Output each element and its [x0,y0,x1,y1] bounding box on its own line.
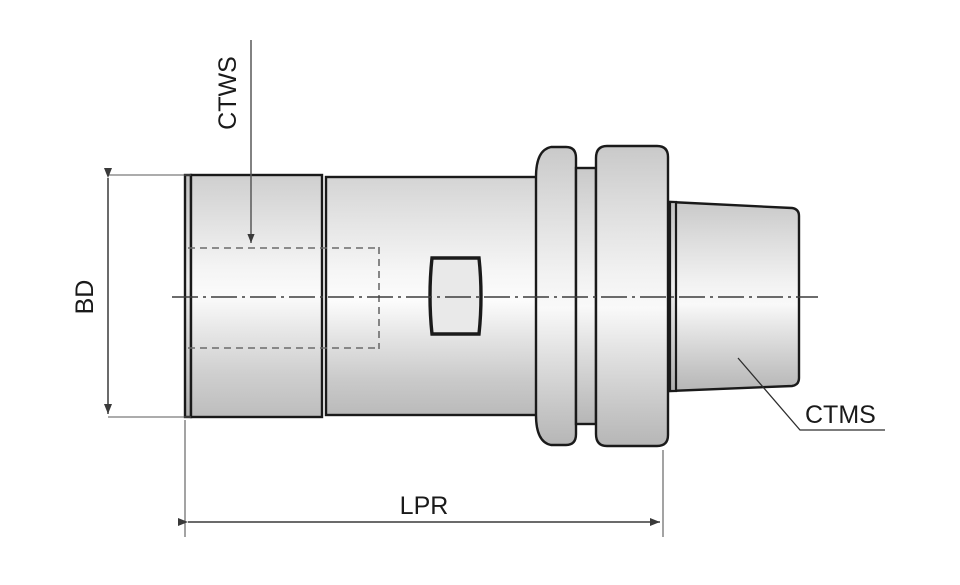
ctws-leader-group: CTWS [214,40,255,243]
retention-groove [574,166,598,426]
ctms-label: CTMS [805,401,876,429]
collar-ring [534,145,578,447]
front-cylinder-section [183,173,324,419]
lpr-dimension-group: LPR [178,420,664,537]
bd-label: BD [71,280,99,315]
drive-slot [428,256,483,336]
ctms-leader-group: CTMS [737,357,885,431]
drive-slot-feature [428,256,483,336]
front-cylinder-body [189,173,324,419]
lpr-label: LPR [400,492,449,520]
ctws-label: CTWS [214,56,242,130]
collar-section [534,145,578,447]
flange-body [594,144,670,448]
hidden-bore-lines [188,247,380,349]
flange-section [594,144,670,448]
groove-section [574,166,598,426]
part-geometry [172,144,818,448]
ctms-leader-line [737,357,885,431]
bd-dimension-group: BD [71,168,191,418]
